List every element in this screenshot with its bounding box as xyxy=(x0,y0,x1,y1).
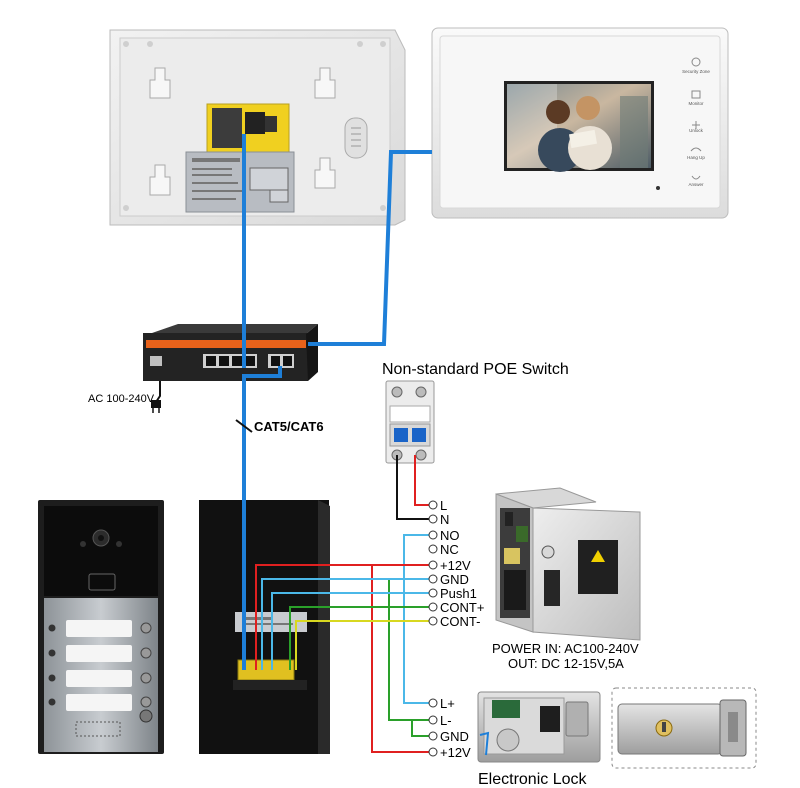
power-in-label: POWER IN: AC100-240V xyxy=(492,641,639,656)
answer-icon xyxy=(691,175,701,180)
answer-label: Answer xyxy=(688,182,704,187)
indoor-monitor-front: Security Zone Monitor Unlock Hang Up Ans… xyxy=(431,27,729,219)
terminal-label-no: NO xyxy=(440,528,460,543)
security-zone-label: Security Zone xyxy=(682,69,710,74)
terminal-gnd xyxy=(428,574,438,584)
cable-label: CAT5/CAT6 xyxy=(254,419,324,434)
terminal-block-main: L N NO NC +12V GND Push1 CONT+ CONT- xyxy=(428,498,484,629)
terminal-block-lock: L+ L- GND +12V xyxy=(428,696,471,760)
monitor-icon xyxy=(691,90,701,99)
cable-switch-outdoor xyxy=(242,366,282,670)
terminal-label-contplus: CONT+ xyxy=(440,600,484,615)
ac-input-label: AC 100-240V xyxy=(88,393,155,405)
unlock-label: Unlock xyxy=(689,128,704,133)
power-wires xyxy=(255,455,432,753)
terminal-label-l: L xyxy=(440,498,447,513)
terminal-label-gnd: GND xyxy=(440,572,469,587)
wire-push1 xyxy=(271,592,432,670)
wire-contminus xyxy=(295,620,432,670)
terminal-label-lock-gnd: GND xyxy=(440,729,469,744)
cable-marker xyxy=(235,419,253,433)
terminal-lock-gnd xyxy=(428,731,438,741)
terminal-l xyxy=(428,500,438,510)
electronic-lock-internal xyxy=(477,691,601,763)
wire-contplus xyxy=(289,606,432,670)
terminal-label-lock-12v: +12V xyxy=(440,745,471,760)
terminal-lminus xyxy=(428,715,438,725)
terminal-contminus xyxy=(428,616,438,626)
terminal-lplus xyxy=(428,698,438,708)
terminal-label-push1: Push1 xyxy=(440,586,477,601)
terminal-label-12v: +12V xyxy=(440,558,471,573)
terminal-label-lplus: L+ xyxy=(440,696,455,711)
terminal-12v xyxy=(428,560,438,570)
unlock-icon xyxy=(692,121,700,129)
terminal-label-nc: NC xyxy=(440,542,459,557)
terminal-no xyxy=(428,530,438,540)
cable-monitor2-switch xyxy=(308,150,432,346)
wire-n xyxy=(396,455,432,520)
terminal-label-n: N xyxy=(440,512,449,527)
terminal-contplus xyxy=(428,602,438,612)
hang-up-label: Hang Up xyxy=(687,155,705,160)
terminal-label-lminus: L- xyxy=(440,713,452,728)
monitor-label: Monitor xyxy=(688,101,704,106)
indoor-monitor-back xyxy=(109,29,406,226)
terminal-n xyxy=(428,514,438,524)
lock-title: Electronic Lock xyxy=(478,771,587,788)
outdoor-station-front xyxy=(38,500,164,754)
circuit-breaker xyxy=(385,380,435,464)
wire-no-lplus xyxy=(403,534,432,704)
terminal-nc xyxy=(428,544,438,554)
network-cables xyxy=(235,134,432,670)
terminal-lock-12v xyxy=(428,747,438,757)
wire-gnd-lock xyxy=(388,578,432,721)
terminal-push1 xyxy=(428,588,438,598)
hang-up-icon xyxy=(690,147,702,152)
wire-12v-station xyxy=(255,564,432,670)
wire-lminus-gnd xyxy=(411,719,432,737)
electronic-lock-external xyxy=(611,687,757,769)
wire-l xyxy=(414,455,432,506)
terminal-label-contminus: CONT- xyxy=(440,614,480,629)
wire-gnd-station xyxy=(261,578,432,670)
poe-switch xyxy=(143,324,318,381)
switch-title: Non-standard POE Switch xyxy=(382,361,569,378)
power-supply xyxy=(495,487,641,641)
ac-plug xyxy=(151,381,161,413)
outdoor-station-back xyxy=(199,500,330,754)
power-out-label: OUT: DC 12-15V,5A xyxy=(508,656,624,671)
